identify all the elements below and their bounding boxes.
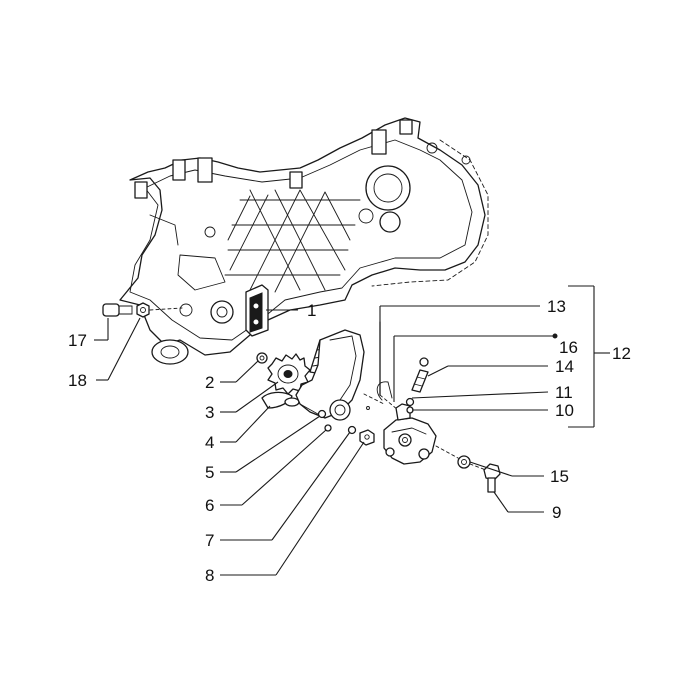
part-7-screw xyxy=(347,425,357,435)
callout-16: 16 xyxy=(559,338,578,357)
callout-7: 7 xyxy=(205,531,214,550)
callout-13: 13 xyxy=(547,297,566,316)
callout-4: 4 xyxy=(205,433,214,452)
callout-1: 1 xyxy=(307,301,316,320)
callout-5: 5 xyxy=(205,463,214,482)
pump-cover xyxy=(295,329,365,421)
oil-pump-body xyxy=(376,381,437,465)
callout-10: 10 xyxy=(555,401,574,420)
callout-17: 17 xyxy=(68,331,87,350)
callout-11: 11 xyxy=(555,383,573,402)
callout-12: 12 xyxy=(612,344,631,363)
part-4-lock-ring xyxy=(261,391,293,409)
part-1-guide-pad xyxy=(245,284,269,337)
crankcase-housing xyxy=(119,117,489,365)
callout-8: 8 xyxy=(205,566,214,585)
part-13-rod xyxy=(379,321,399,411)
callout-15: 15 xyxy=(550,467,569,486)
part-8-bolt xyxy=(359,429,375,446)
callout-3: 3 xyxy=(205,403,214,422)
callout-2: 2 xyxy=(205,373,214,392)
loose-marks xyxy=(363,333,558,410)
part-5-bolt xyxy=(317,409,327,419)
callout-9: 9 xyxy=(552,503,561,522)
part-15-washer xyxy=(435,445,471,469)
part-17-stud xyxy=(102,303,133,317)
part-9-screw xyxy=(469,463,501,493)
callout-labels: 1 2 3 4 5 6 7 8 9 10 11 12 13 14 15 16 1… xyxy=(68,297,631,585)
callout-14: 14 xyxy=(555,357,574,376)
part-16-clip xyxy=(419,357,429,367)
callout-18: 18 xyxy=(68,371,87,390)
part-6-washer xyxy=(324,424,332,432)
part-11-ring xyxy=(405,397,415,407)
o-ring xyxy=(284,397,300,407)
part-2-washer xyxy=(256,352,268,364)
callout-6: 6 xyxy=(205,496,214,515)
part-14-hose xyxy=(411,369,429,393)
part-18-nut xyxy=(136,302,183,318)
leader-lines xyxy=(94,285,610,576)
